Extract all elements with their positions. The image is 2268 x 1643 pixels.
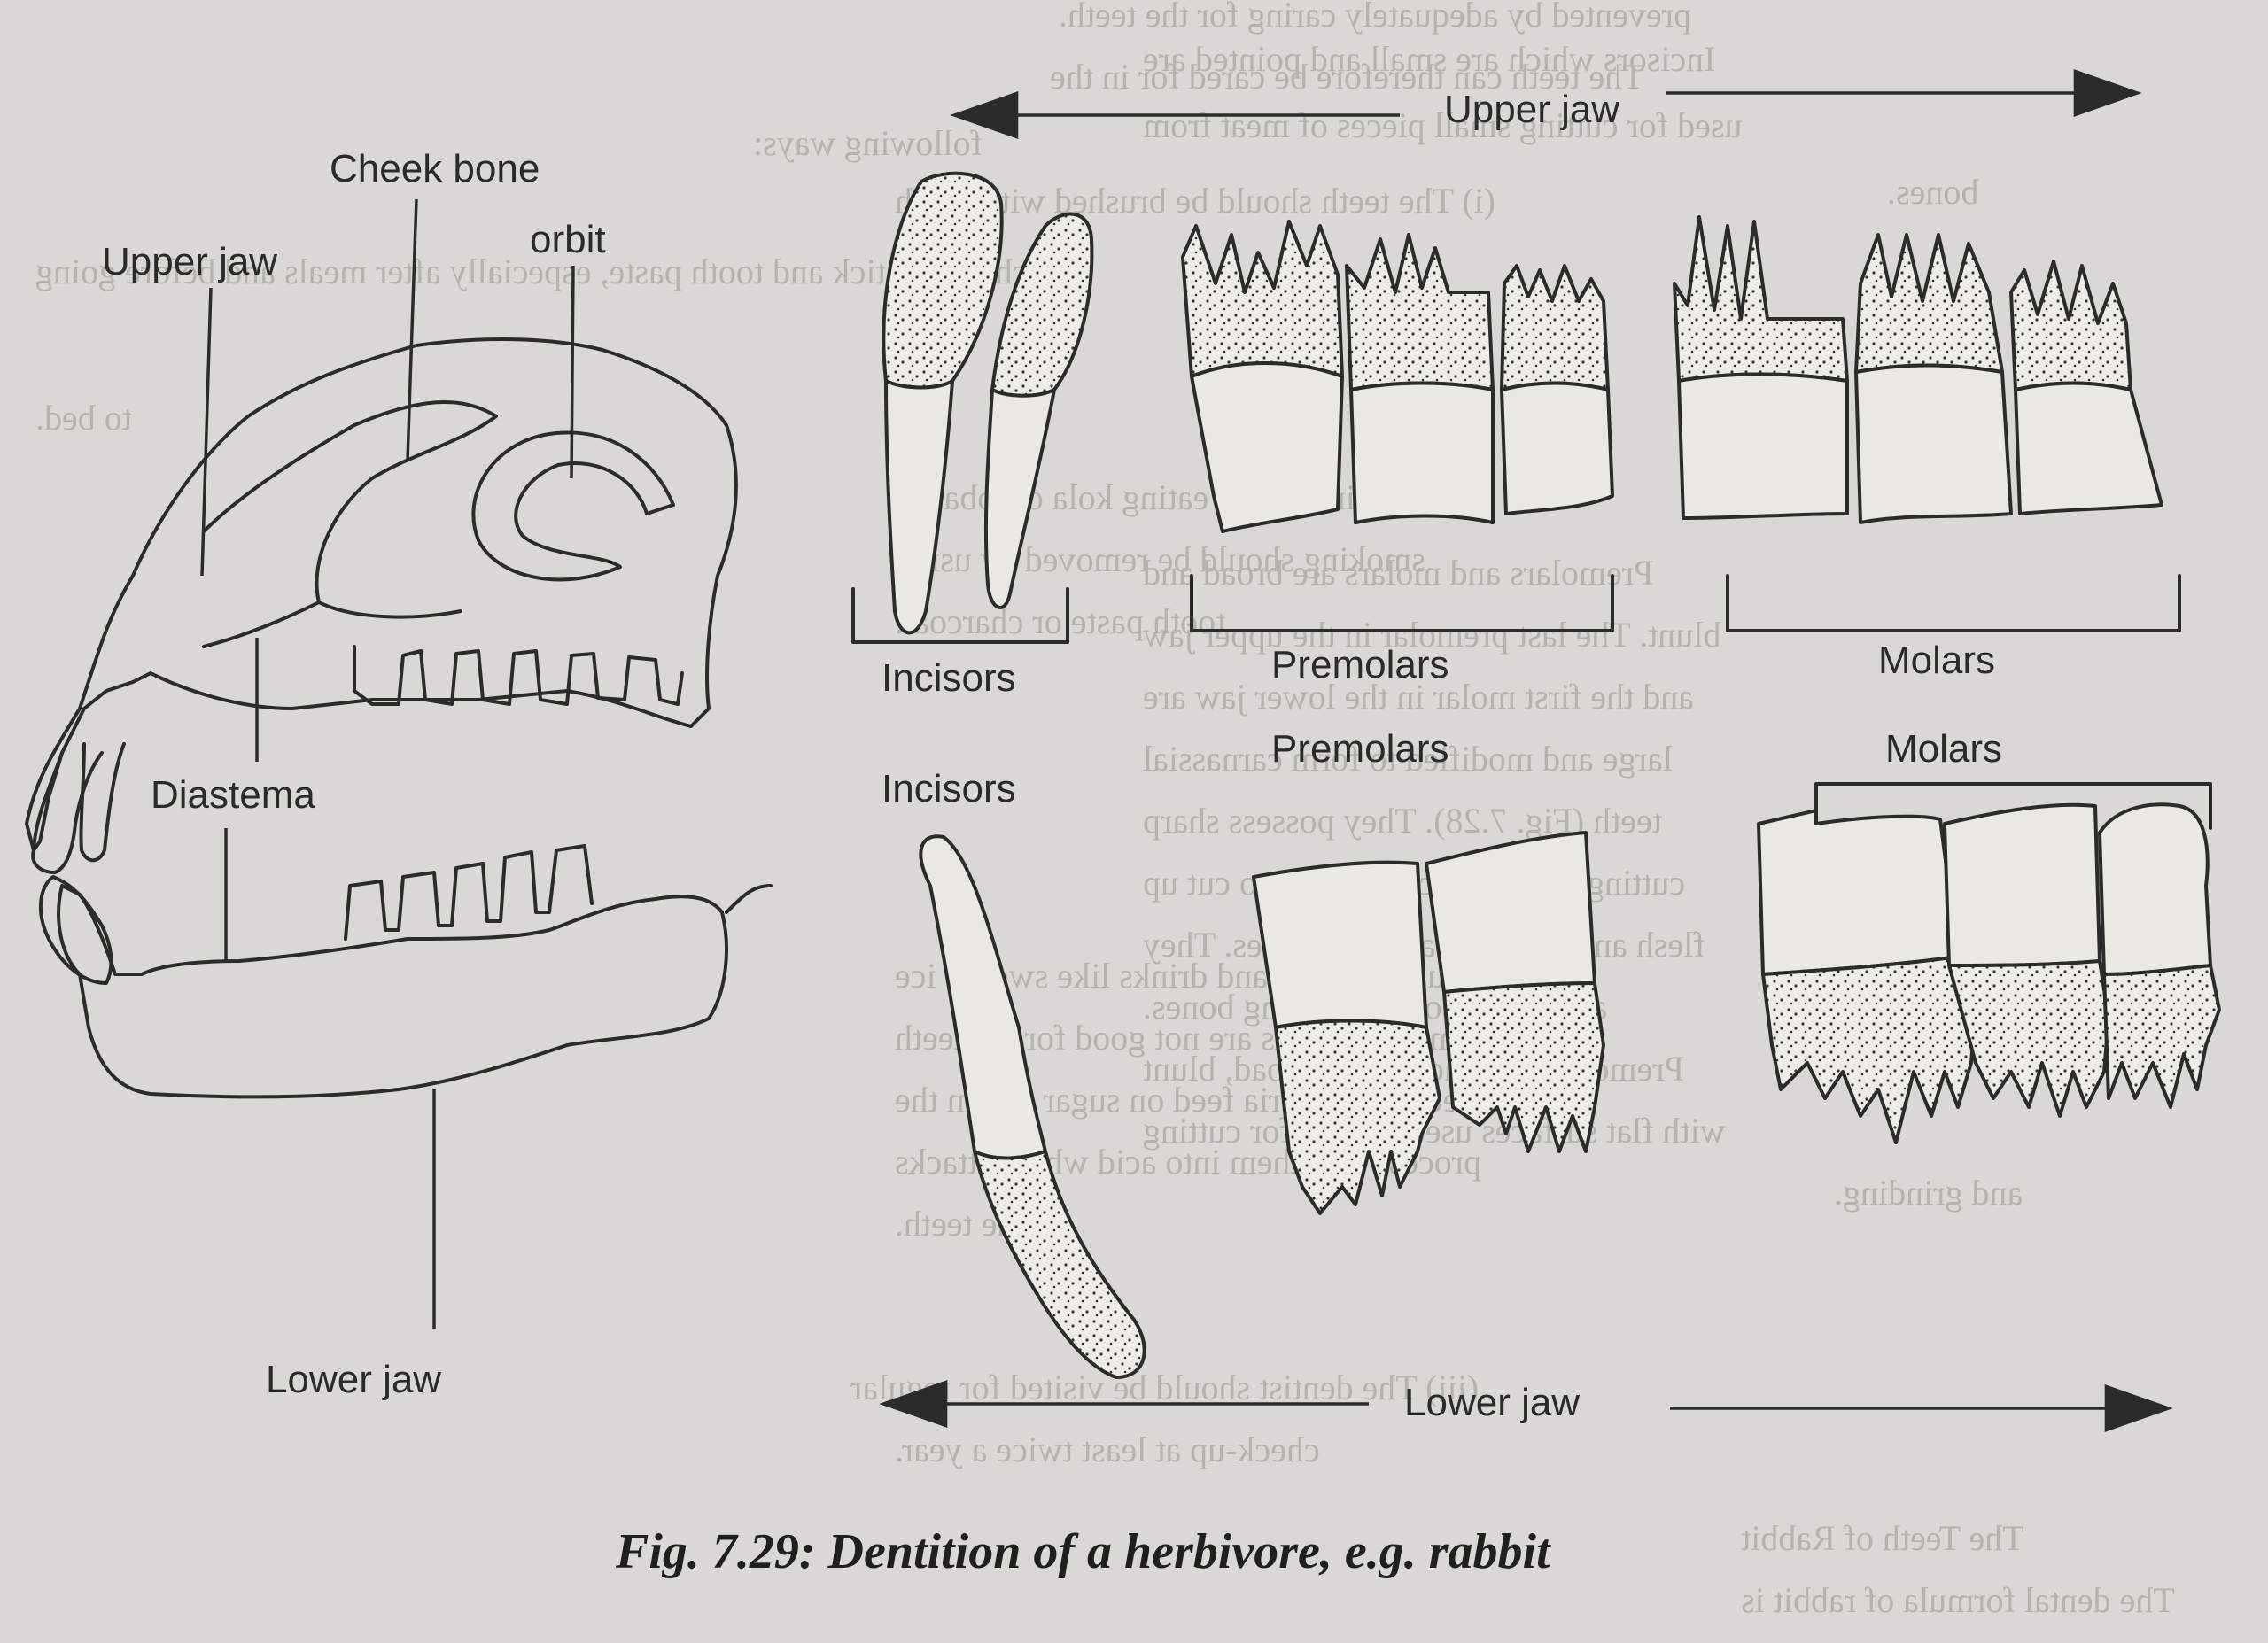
upper-premolars-bracket (1190, 574, 1614, 632)
upper-molar-3-crown (2009, 260, 2132, 391)
label-upper-incisors: Incisors (882, 656, 1016, 700)
upper-premolar-1-crown (1181, 220, 1344, 378)
upper-premolar-3-crown (1500, 264, 1610, 391)
bg-line: following ways: (753, 123, 983, 163)
upper-incisors-bracket (851, 587, 1069, 644)
upper-incisor-second (79, 742, 126, 863)
label-lower-jaw: Lower jaw (1404, 1381, 1580, 1424)
bg-line: smoking should be removed by using (895, 539, 1425, 579)
orbit-outline (471, 430, 675, 582)
label-upper-jaw: Upper jaw (1444, 88, 1619, 131)
bg-line: blunt. The last premolar in the upper ja… (1143, 615, 1721, 655)
lower-molars-bracket (1814, 782, 2212, 830)
lower-molar-2-root (1943, 802, 2101, 967)
upper-molar-2-crown (1854, 233, 2004, 374)
lower-incisor-root (919, 834, 1047, 1160)
lower-incisor (38, 875, 113, 985)
leader-orbit (570, 265, 575, 479)
bg-line: tooth paste or charcoal. (895, 601, 1225, 641)
bg-line: The dental formula of rabbit is (1741, 1580, 2175, 1620)
upper-molars-bracket (1726, 574, 2181, 632)
bg-line: check-up at least twice a year. (895, 1430, 1320, 1469)
bg-line: The Teeth of Rabbit (1741, 1518, 2024, 1558)
label-upper-premolars: Premolars (1271, 643, 1449, 686)
figure-caption: Fig. 7.29: Dentition of a herbivore, e.g… (615, 1524, 1551, 1579)
upper-premolar-2-crown (1345, 233, 1495, 391)
lower-premolar-2-root (1425, 831, 1596, 994)
bg-line: to bed. (35, 398, 132, 438)
lower-molar-3-crown (2102, 964, 2221, 1109)
cheek-arch (202, 399, 498, 619)
lower-jaw-teeth: Incisors Premolars Molars Lower jaw (879, 727, 2221, 1432)
bg-line: used for cutting small pieces of meat fr… (1143, 105, 1742, 145)
bg-line: large and modified to form carnassial (1143, 739, 1673, 779)
lower-premolar-1-root (1252, 860, 1428, 1029)
upper-molars: Molars (1673, 215, 2181, 682)
bg-line: prevented by adequately caring for the t… (1059, 0, 1691, 35)
upper-molar-3-root (2014, 381, 2163, 515)
label-upper-jaw-skull: Upper jaw (102, 240, 277, 283)
background-text-left: prevented by adequately caring for the t… (35, 0, 1691, 438)
leader-upper-jaw (200, 287, 213, 577)
upper-premolars: Premolars (1181, 220, 1614, 686)
upper-premolar-1-root (1190, 361, 1344, 533)
upper-molar-2-root (1854, 363, 2013, 524)
lower-premolar-2-crown (1442, 981, 1605, 1153)
mandible-outline (57, 884, 728, 1099)
upper-premolar-2-root (1349, 381, 1495, 524)
bg-line: and the first molar in the lower jaw are (1143, 677, 1694, 717)
lower-molar-2-crown (1947, 959, 2110, 1118)
cheek-lower-line (202, 601, 321, 648)
lower-premolars: Premolars (1252, 727, 1605, 1215)
lower-cheek-teeth (344, 844, 594, 941)
rabbit-skull: Cheek bone Upper jaw orbit Diastema Lowe… (25, 147, 773, 1401)
bg-line: with flat surfaces used mainly for cutti… (1143, 1111, 1726, 1151)
bg-line: (iii) The dentist should be visited for … (850, 1368, 1479, 1407)
label-lower-incisors: Incisors (882, 767, 1016, 810)
leader-cheek-bone (406, 198, 418, 461)
lower-incisors: Incisors (882, 767, 1146, 1379)
upper-incisor-2-crown (990, 212, 1094, 398)
label-upper-molars: Molars (1878, 639, 1995, 682)
bg-line: and grinding. (1834, 1173, 2023, 1213)
bg-line: bones. (1887, 172, 1978, 212)
upper-premolar-3-root (1500, 381, 1614, 515)
lower-molar-1-crown (1761, 955, 1977, 1144)
label-cheek-bone: Cheek bone (330, 147, 540, 190)
label-orbit: orbit (530, 218, 606, 261)
upper-incisors: Incisors (851, 171, 1094, 700)
label-lower-premolars: Premolars (1271, 727, 1449, 771)
upper-cheek-teeth (353, 645, 684, 706)
skull-outline (25, 337, 738, 852)
upper-molar-1-root (1677, 372, 1849, 520)
upper-incisor-2-root (983, 388, 1056, 609)
upper-incisor-1-root (884, 379, 954, 635)
lower-molars: Molars (1757, 727, 2221, 1144)
label-diastema: Diastema (151, 773, 315, 817)
bg-line: The teeth can therefore be cared for in … (1050, 57, 1644, 97)
upper-molar-1-crown (1673, 215, 1849, 383)
upper-jaw-teeth: Upper jaw Incisors Premolars (851, 69, 2181, 700)
lower-incisor-crown (973, 1150, 1146, 1379)
lower-premolar-1-crown (1274, 1019, 1441, 1215)
mandible-notch (725, 884, 773, 914)
lower-molar-1-root (1757, 809, 1960, 976)
lower-molar-3-root (2098, 802, 2212, 976)
bg-line: Premolars and molars are broad and (1143, 553, 1653, 593)
bg-line: Incisors which are small and pointed are (1143, 39, 1715, 79)
label-lower-molars: Molars (1885, 727, 2002, 771)
label-lower-jaw-skull: Lower jaw (266, 1358, 441, 1401)
